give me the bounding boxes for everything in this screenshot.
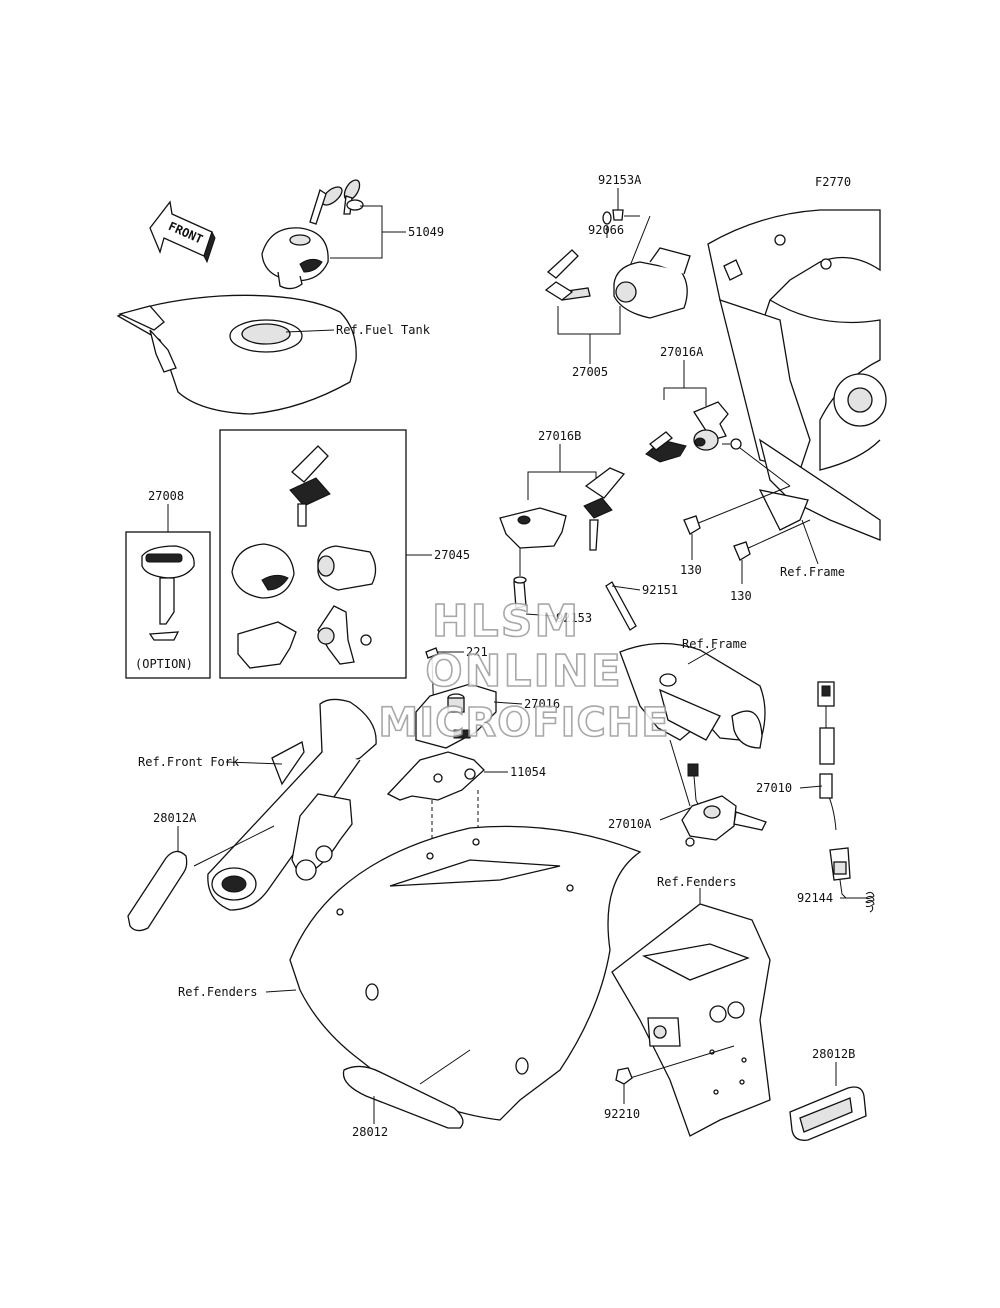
switch-27010a-illustration — [681, 763, 767, 847]
label-ref-fenders-right: Ref.Fenders — [657, 875, 736, 889]
option-text: (OPTION) — [135, 657, 193, 671]
label-28012a: 28012A — [153, 811, 197, 825]
label-27045: 27045 — [434, 548, 470, 562]
front-fender-illustration — [289, 825, 642, 1121]
reflector-28012a — [127, 850, 188, 932]
front-fork-illustration — [207, 698, 377, 911]
label-27008: 27008 — [148, 489, 184, 503]
watermark-line-1: HLSM — [432, 596, 580, 647]
label-ref-front-fork: Ref.Front Fork — [138, 755, 240, 769]
label-27016b: 27016B — [538, 429, 581, 443]
switch-27010-illustration — [817, 681, 851, 899]
spring-92144-icon — [865, 891, 875, 913]
label-27016: 27016 — [524, 697, 560, 711]
fuel-tank-illustration — [116, 294, 357, 415]
label-ref-frame-lower: Ref.Frame — [682, 637, 747, 651]
fuel-cap-keys-illustration — [261, 179, 364, 290]
reflector-28012 — [342, 1065, 464, 1129]
label-28012: 28012 — [352, 1125, 388, 1139]
reflector-28012b — [789, 1086, 867, 1141]
label-fuel-tank: Ref.Fuel Tank — [336, 323, 431, 337]
watermark-line-2: ONLINE — [425, 646, 623, 697]
label-51049: 51049 — [408, 225, 444, 239]
label-92144: 92144 — [797, 891, 833, 905]
label-27010a: 27010A — [608, 817, 652, 831]
label-ref-fenders-left: Ref.Fenders — [178, 985, 257, 999]
lock-kit-illustration — [231, 445, 377, 669]
ignition-switch-illustration — [544, 247, 691, 319]
frame-upper-illustration — [707, 209, 887, 541]
lock-27016b-illustration — [499, 467, 626, 609]
label-92151: 92151 — [642, 583, 678, 597]
watermark-line-3: MICROFICHE — [378, 700, 669, 746]
option-key-icon — [141, 545, 195, 641]
watermark: HLSM ONLINE MICROFICHE — [378, 595, 670, 747]
front-arrow-icon: FRONT — [149, 200, 216, 264]
label-92066: 92066 — [588, 223, 624, 237]
label-92153a: 92153A — [598, 173, 642, 187]
label-130-a: 130 — [680, 563, 702, 577]
label-28012b: 28012B — [812, 1047, 855, 1061]
frame-lower-illustration — [619, 642, 766, 749]
label-92210: 92210 — [604, 1107, 640, 1121]
lock-27016a-illustration — [645, 401, 742, 463]
lock-27016-illustration — [415, 683, 497, 749]
nut-92210-icon — [615, 1067, 633, 1085]
label-221: 221 — [466, 645, 488, 659]
label-92153: 92153 — [556, 611, 592, 625]
rear-fender-illustration — [611, 903, 771, 1137]
label-11054: 11054 — [510, 765, 546, 779]
label-130-b: 130 — [730, 589, 752, 603]
label-27005: 27005 — [572, 365, 608, 379]
label-27016a: 27016A — [660, 345, 704, 359]
label-27010: 27010 — [756, 781, 792, 795]
figure-code: F2770 — [815, 175, 851, 189]
label-ref-frame-upper: Ref.Frame — [780, 565, 845, 579]
